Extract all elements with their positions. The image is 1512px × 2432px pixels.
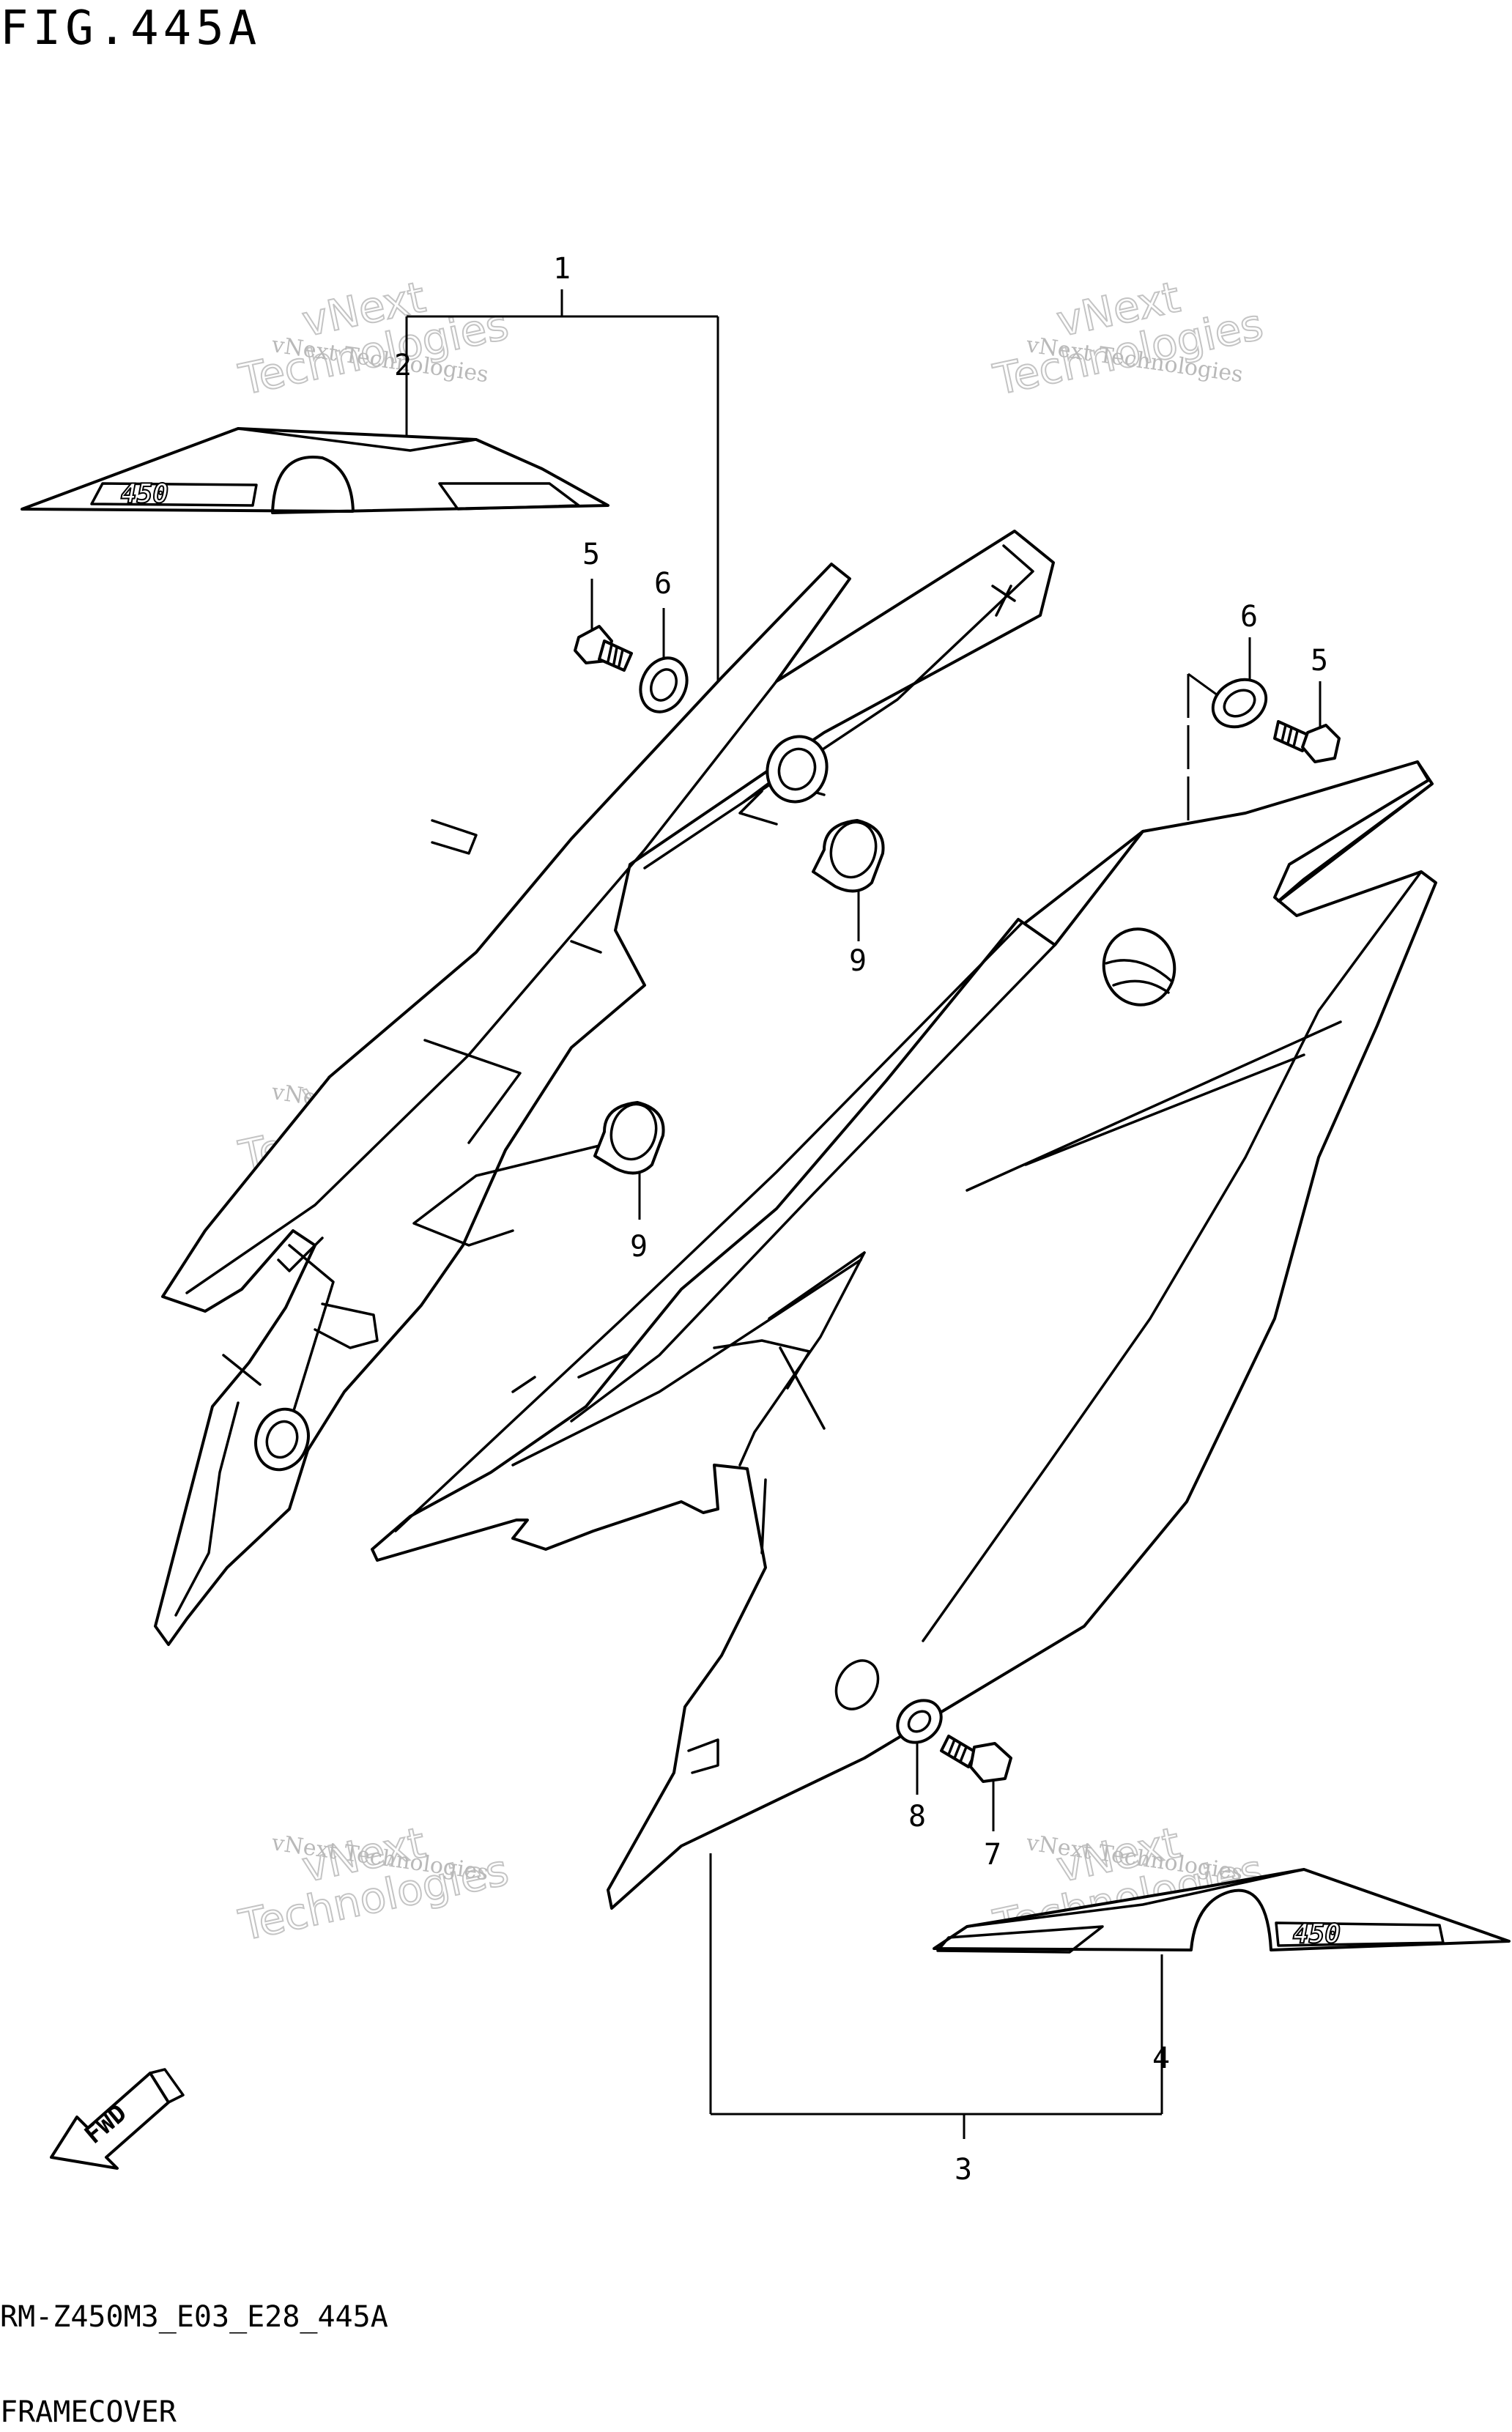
figure-code: RM-Z450M3_E03_E28_445A [0,2300,388,2334]
figure-name: FRAMECOVER [0,2395,177,2429]
leader-lines [405,289,1322,2139]
frame-cover-left [154,530,1055,1646]
callout-5-right: 5 [1311,644,1328,678]
emblem-text-right: 450 [1293,1919,1341,1949]
callout-8: 8 [908,1800,926,1834]
bolt-part-5-right [1273,720,1341,763]
washer-part-8 [896,1699,943,1744]
bolt-part-7 [940,1735,1012,1783]
cushion-part-9-upper [812,819,885,893]
emblem-part-2: 450 [21,427,609,514]
emblem-text-left: 450 [121,479,168,509]
callout-numbers: 1 2 5 6 6 5 9 9 8 7 4 3 [394,252,1328,2187]
callout-4: 4 [1152,2042,1170,2075]
washer-part-6-left [639,656,689,713]
cushion-part-9-lower [593,1101,665,1175]
callout-9-upper: 9 [849,944,867,978]
callout-1: 1 [553,252,571,286]
bolt-part-5-left [574,625,633,672]
figure-title: FIG.445A [0,1,262,56]
washer-part-6-right [1211,678,1268,729]
callout-2: 2 [394,349,412,382]
callout-3: 3 [955,2153,972,2187]
callout-6-right: 6 [1240,600,1258,634]
frame-cover-right [371,760,1437,1910]
emblem-part-4: 450 [933,1868,1511,1954]
callout-5-left: 5 [582,538,600,571]
fwd-arrow: FWD [50,2068,185,2170]
callout-9-lower: 9 [630,1230,648,1264]
callout-6-left: 6 [654,567,672,601]
callout-7: 7 [984,1838,1001,1872]
